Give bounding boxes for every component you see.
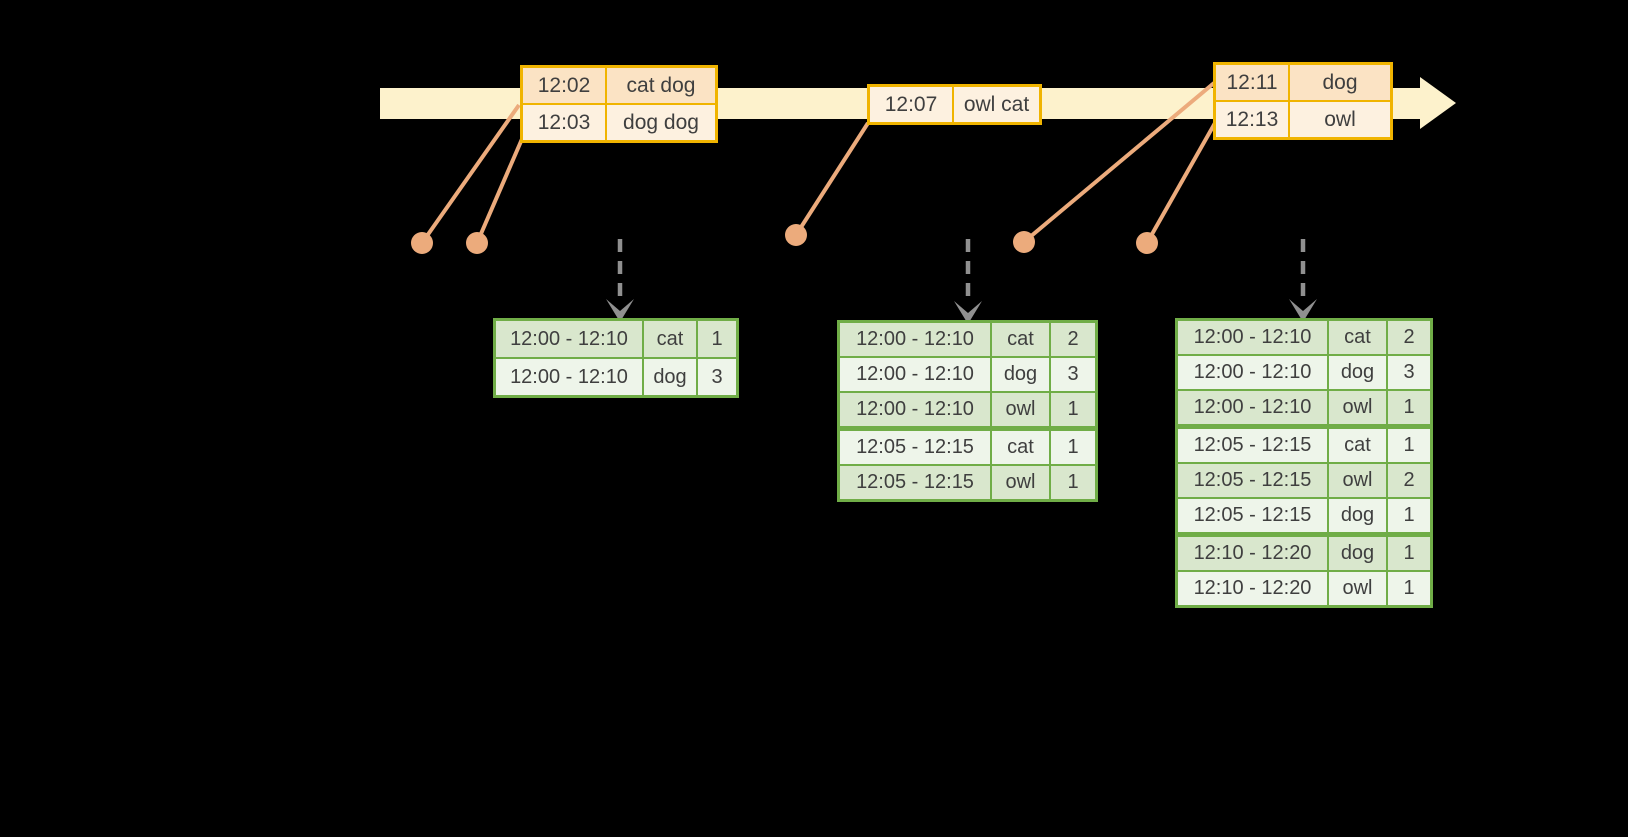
- result-window-cell: 12:05 - 12:15: [1193, 469, 1312, 491]
- event-time-cell: 12:02: [537, 73, 591, 97]
- event-connector-line: [1145, 122, 1217, 244]
- result-word-cell: owl: [1327, 464, 1386, 497]
- result-window-cell: 12:05 - 12:15: [856, 436, 974, 458]
- event-row: 12:13 owl: [1216, 100, 1390, 137]
- result-row: 12:00 - 12:10 cat 2: [840, 323, 1095, 356]
- result-word-cell: cat: [1327, 321, 1386, 354]
- result-count-cell: 3: [696, 359, 736, 395]
- event-words-cell: dog dog: [605, 105, 715, 140]
- result-count-cell: 1: [1386, 429, 1430, 462]
- event-table-1: 12:02 cat dog 12:03 dog dog: [520, 65, 718, 143]
- result-count-cell: 1: [1386, 572, 1430, 605]
- event-row: 12:02 cat dog: [523, 68, 715, 103]
- event-connector-line: [475, 138, 524, 244]
- result-row: 12:05 - 12:15 owl 2: [1178, 462, 1430, 497]
- event-time-cell: 12:13: [1225, 107, 1279, 131]
- result-window-cell: 12:10 - 12:20: [1193, 542, 1312, 564]
- result-window-cell: 12:00 - 12:10: [510, 365, 628, 388]
- result-window-cell: 12:00 - 12:10: [856, 363, 974, 385]
- timeline-arrow-icon: [1420, 77, 1456, 129]
- result-count-cell: 3: [1049, 358, 1095, 391]
- result-window-cell: 12:00 - 12:10: [510, 327, 628, 350]
- event-dot: [785, 224, 807, 246]
- event-words-cell: dog: [1288, 65, 1390, 100]
- event-connector-line: [794, 121, 870, 237]
- result-row: 12:00 - 12:10 dog 3: [496, 357, 736, 395]
- event-dot: [1136, 232, 1158, 254]
- result-word-cell: owl: [990, 393, 1049, 426]
- result-word-cell: owl: [990, 466, 1049, 499]
- result-word-cell: dog: [1327, 499, 1386, 532]
- result-window-cell: 12:05 - 12:15: [1193, 434, 1312, 456]
- event-dot: [1013, 231, 1035, 253]
- result-row: 12:00 - 12:10 dog 3: [840, 356, 1095, 391]
- result-row: 12:05 - 12:15 owl 1: [840, 464, 1095, 499]
- result-word-cell: cat: [1327, 429, 1386, 462]
- result-table-2: 12:00 - 12:10 cat 2 12:00 - 12:10 dog 3 …: [837, 320, 1098, 502]
- event-words-cell: owl cat: [952, 87, 1039, 122]
- event-words-cell: owl: [1288, 102, 1390, 137]
- event-time-cell: 12:03: [537, 110, 591, 134]
- result-window-cell: 12:00 - 12:10: [1193, 396, 1312, 418]
- result-window-cell: 12:05 - 12:15: [856, 471, 974, 493]
- result-row: 12:00 - 12:10 owl 1: [840, 391, 1095, 426]
- result-word-cell: cat: [990, 431, 1049, 464]
- result-word-cell: cat: [642, 321, 696, 357]
- event-table-2: 12:07 owl cat: [867, 84, 1042, 125]
- result-window-cell: 12:10 - 12:20: [1193, 577, 1312, 599]
- result-row: 12:05 - 12:15 dog 1: [1178, 497, 1430, 532]
- result-count-cell: 1: [1386, 499, 1430, 532]
- result-row: 12:05 - 12:15 cat 1: [840, 426, 1095, 464]
- event-row: 12:07 owl cat: [870, 87, 1039, 122]
- result-table-1: 12:00 - 12:10 cat 1 12:00 - 12:10 dog 3: [493, 318, 739, 398]
- result-count-cell: 1: [1049, 466, 1095, 499]
- result-count-cell: 2: [1386, 321, 1430, 354]
- result-table-3: 12:00 - 12:10 cat 2 12:00 - 12:10 dog 3 …: [1175, 318, 1433, 608]
- result-count-cell: 1: [1386, 391, 1430, 424]
- result-word-cell: dog: [990, 358, 1049, 391]
- event-words-cell: cat dog: [605, 68, 715, 103]
- result-window-cell: 12:00 - 12:10: [856, 328, 974, 350]
- result-row: 12:00 - 12:10 dog 3: [1178, 354, 1430, 389]
- result-count-cell: 1: [1049, 393, 1095, 426]
- event-row: 12:11 dog: [1216, 65, 1390, 100]
- result-word-cell: owl: [1327, 391, 1386, 424]
- result-row: 12:05 - 12:15 cat 1: [1178, 424, 1430, 462]
- event-time-cell: 12:11: [1226, 70, 1278, 94]
- result-word-cell: dog: [642, 359, 696, 395]
- result-count-cell: 3: [1386, 356, 1430, 389]
- result-word-cell: owl: [1327, 572, 1386, 605]
- result-row: 12:00 - 12:10 cat 1: [496, 321, 736, 357]
- event-table-3: 12:11 dog 12:13 owl: [1213, 62, 1393, 140]
- result-window-cell: 12:05 - 12:15: [1193, 504, 1312, 526]
- result-count-cell: 1: [1386, 537, 1430, 570]
- result-row: 12:10 - 12:20 owl 1: [1178, 570, 1430, 605]
- result-word-cell: dog: [1327, 537, 1386, 570]
- result-row: 12:00 - 12:10 cat 2: [1178, 321, 1430, 354]
- result-count-cell: 1: [1049, 431, 1095, 464]
- event-row: 12:03 dog dog: [523, 103, 715, 140]
- result-count-cell: 2: [1386, 464, 1430, 497]
- result-word-cell: dog: [1327, 356, 1386, 389]
- event-dot: [466, 232, 488, 254]
- result-window-cell: 12:00 - 12:10: [856, 398, 974, 420]
- result-row: 12:00 - 12:10 owl 1: [1178, 389, 1430, 424]
- result-word-cell: cat: [990, 323, 1049, 356]
- result-window-cell: 12:00 - 12:10: [1193, 326, 1312, 348]
- event-dot: [411, 232, 433, 254]
- event-time-cell: 12:07: [884, 92, 938, 116]
- result-count-cell: 1: [696, 321, 736, 357]
- event-connector-line: [420, 103, 521, 245]
- result-row: 12:10 - 12:20 dog 1: [1178, 532, 1430, 570]
- result-window-cell: 12:00 - 12:10: [1193, 361, 1312, 383]
- result-count-cell: 2: [1049, 323, 1095, 356]
